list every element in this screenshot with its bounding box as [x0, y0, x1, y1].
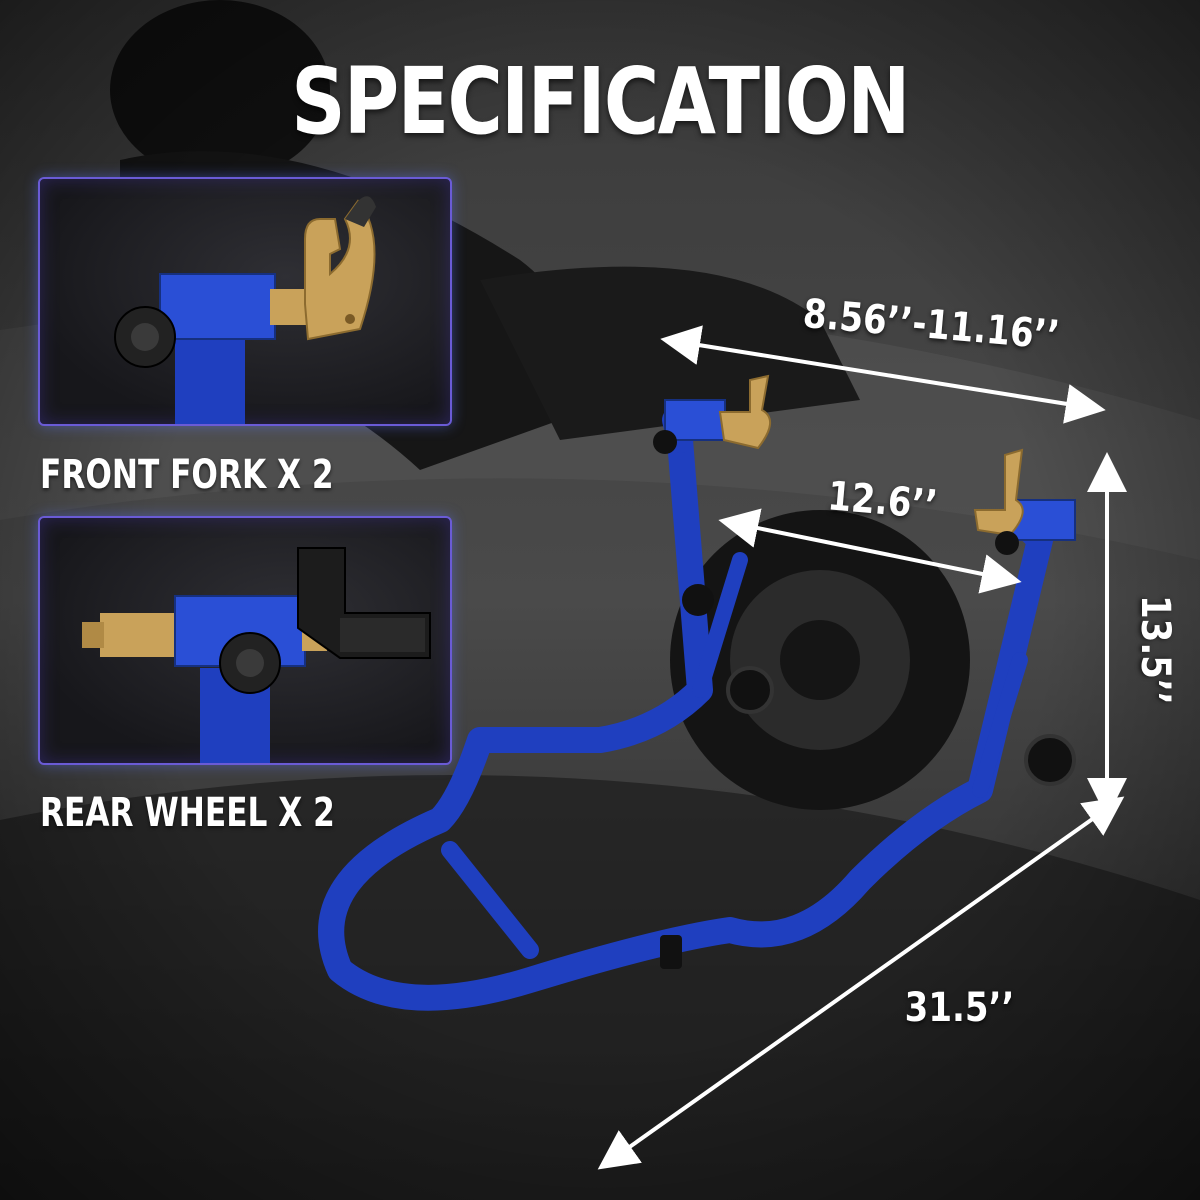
page-title: SPECIFICATION [291, 48, 910, 155]
right-knob [995, 531, 1019, 555]
rear-wheel-caption: REAR WHEEL X 2 [40, 790, 335, 836]
rear-wheel-inset [38, 516, 452, 765]
rear-wheel-illustration [82, 547, 431, 763]
left-fork-hook [718, 374, 771, 450]
right-wheel [1024, 734, 1076, 786]
dimension-length: 31.5’’ [904, 985, 1015, 1031]
left-arm-head [664, 399, 726, 441]
front-fork-inset [38, 177, 452, 426]
right-fork-hook [973, 448, 1024, 537]
dimension-height: 13.5’’ [1132, 595, 1178, 705]
front-fork-illustration [114, 196, 376, 424]
stand-right-strut [972, 652, 1028, 798]
left-knob [653, 430, 677, 454]
stand-cross-bar [441, 841, 539, 959]
front-fork-caption: FRONT FORK X 2 [40, 452, 334, 498]
motorcycle-stand-illustration [318, 374, 1076, 1011]
foot-pad [660, 935, 682, 969]
left-wheel-front [726, 666, 774, 714]
dimension-inner-width: 12.6’’ [825, 473, 940, 529]
left-wheel-back [682, 584, 714, 616]
